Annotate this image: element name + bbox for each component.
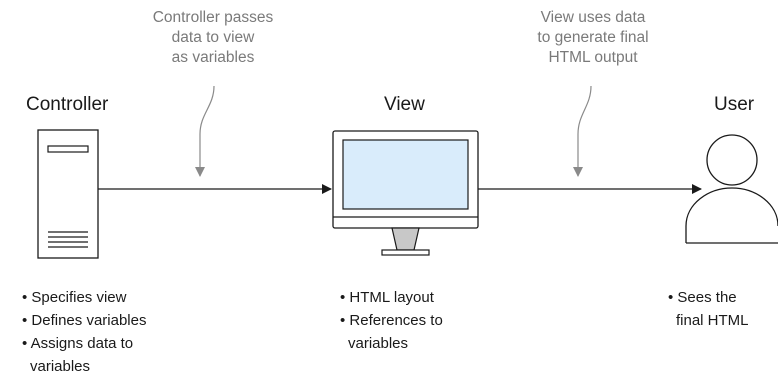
annotation-pointer-view xyxy=(573,85,592,177)
bullet-text-continued: variables xyxy=(348,335,409,352)
user-title: User xyxy=(714,94,755,115)
bullet-text: • Sees the xyxy=(668,289,737,306)
server-icon xyxy=(37,129,99,259)
bullet-text-continued: final HTML xyxy=(676,312,749,329)
bullet-text: • HTML layout xyxy=(340,289,434,306)
bullet-text: • Specifies view xyxy=(22,289,127,306)
user-icon xyxy=(685,134,778,244)
controller-bullet: • Defines variables xyxy=(22,309,146,332)
user-bullet-list: • Sees the final HTML xyxy=(668,286,749,332)
annotation-controller-to-view: Controller passes data to view as variab… xyxy=(152,9,274,66)
bullet-text: • References to xyxy=(340,312,443,329)
user-bullet: • Sees the final HTML xyxy=(668,286,749,332)
annotation-view-to-user: View uses data to generate final HTML ou… xyxy=(537,9,649,66)
bullet-text: • Defines variables xyxy=(22,312,147,329)
view-bullet-list: • HTML layout • References to variables xyxy=(340,286,443,355)
controller-title: Controller xyxy=(26,94,109,115)
view-bullet: • References to variables xyxy=(340,309,443,355)
bullet-text-continued: variables xyxy=(30,358,91,375)
view-bullet: • HTML layout xyxy=(340,286,443,309)
view-title: View xyxy=(384,94,425,115)
controller-bullet: • Assigns data to variables xyxy=(22,332,146,378)
annotation-pointer-controller xyxy=(195,85,215,177)
monitor-icon xyxy=(332,130,479,256)
controller-bullet: • Specifies view xyxy=(22,286,146,309)
bullet-text: • Assigns data to xyxy=(22,335,134,352)
controller-bullet-list: • Specifies view • Defines variables • A… xyxy=(22,286,146,378)
